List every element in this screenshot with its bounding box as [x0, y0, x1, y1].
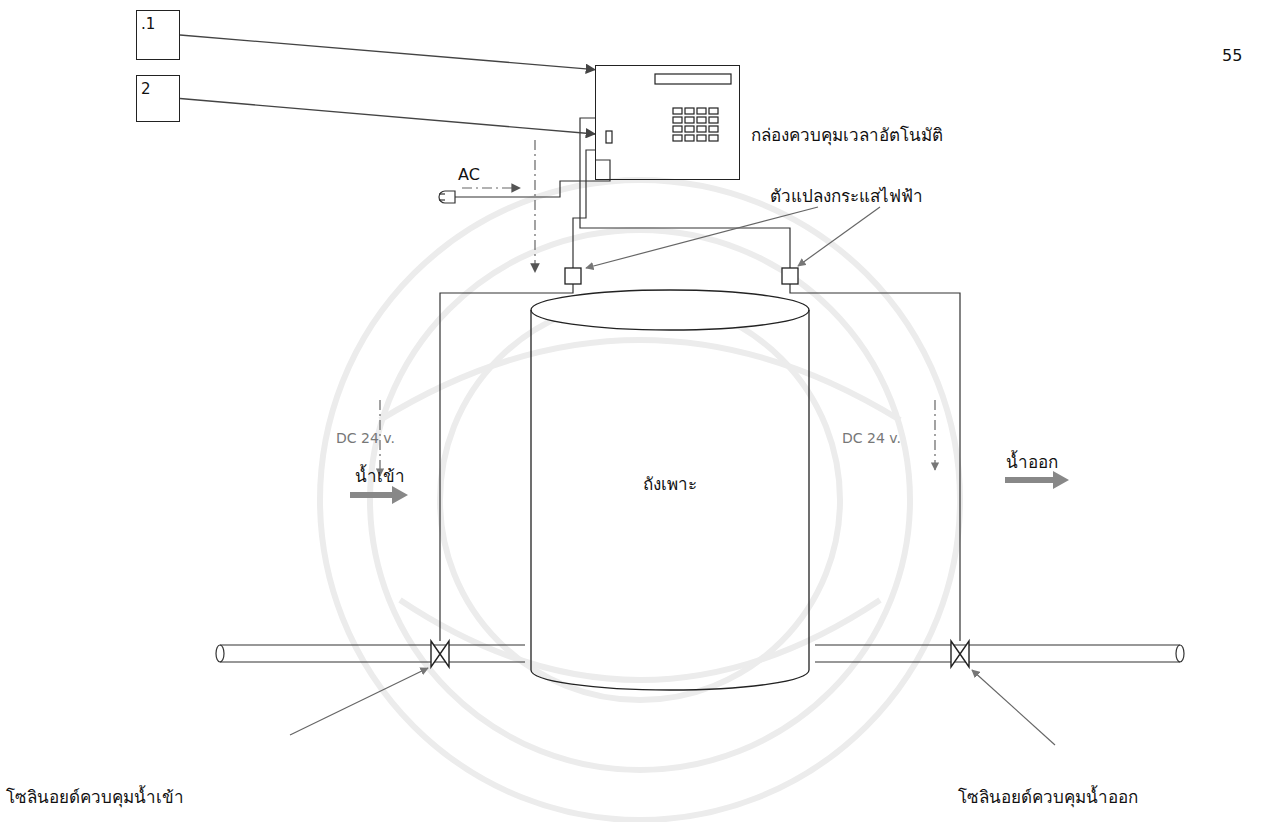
key: [685, 108, 694, 114]
callout-number: 2: [141, 80, 151, 98]
watermark: [320, 180, 960, 820]
key: [697, 135, 706, 141]
key: [697, 108, 706, 114]
callout-box: .1: [136, 10, 180, 60]
timer-control-box: กล่องควบคุมเวลาอัตโนมัติ: [595, 65, 740, 180]
key: [685, 135, 694, 141]
flow-label: น้ำออก: [1006, 448, 1058, 475]
key: [673, 117, 682, 123]
part-label: กล่องควบคุมเวลาอัตโนมัติ: [751, 121, 943, 148]
controller-parts: [606, 74, 731, 143]
tank-top: [531, 290, 809, 330]
key: [697, 117, 706, 123]
water-arrow: [350, 471, 1069, 504]
key: [673, 108, 682, 114]
ac-plug: [439, 191, 455, 203]
voltage-label: DC 24 v.: [336, 430, 395, 446]
key: [709, 117, 718, 123]
wires: [440, 118, 960, 641]
part-label: ตัวแปลงกระแสไฟฟ้า: [770, 182, 923, 209]
leader-arrow: [180, 35, 595, 70]
flow-label: น้ำเข้า: [355, 462, 405, 489]
voltage-label: DC 24 v.: [842, 430, 901, 446]
leader-arrow: [180, 99, 595, 135]
current-converter: [565, 268, 798, 284]
leader-line: [290, 207, 1055, 745]
tank-body: [531, 310, 809, 690]
page-number: 55: [1222, 46, 1242, 65]
part-label: โซลินอยด์ควบคุมน้ำเข้า: [6, 783, 184, 810]
key: [697, 126, 706, 132]
power-flow: [380, 140, 935, 476]
cultivation-tank: ถังเพาะ: [525, 285, 815, 695]
key: [709, 135, 718, 141]
key: [685, 126, 694, 132]
callout-number: .1: [141, 15, 155, 33]
key: [709, 108, 718, 114]
callout-box: 2: [136, 75, 180, 122]
tank-label: ถังเพาะ: [525, 470, 815, 497]
power-label: AC: [458, 165, 480, 184]
key: [673, 135, 682, 141]
key: [673, 126, 682, 132]
key: [685, 117, 694, 123]
part-label: โซลินอยด์ควบคุมน้ำออก: [958, 783, 1138, 810]
key: [709, 126, 718, 132]
solenoid-valve: [431, 641, 969, 667]
pipe: [216, 645, 1184, 662]
